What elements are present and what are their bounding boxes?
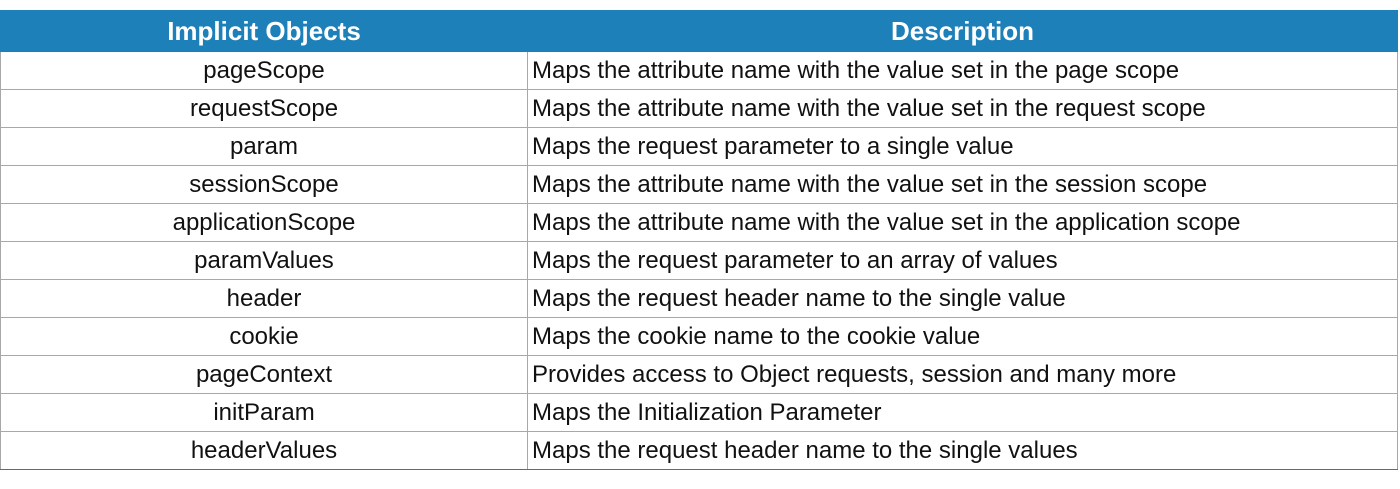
description-cell: Maps the request parameter to an array o… <box>527 241 1398 280</box>
description-cell: Maps the cookie name to the cookie value <box>527 317 1398 356</box>
table-row: pageContext Provides access to Object re… <box>0 355 1398 394</box>
description-cell: Maps the attribute name with the value s… <box>527 51 1398 90</box>
column-header-description: Description <box>527 10 1398 52</box>
table-row: header Maps the request header name to t… <box>0 279 1398 318</box>
description-cell: Maps the request parameter to a single v… <box>527 127 1398 166</box>
description-cell: Maps the request header name to the sing… <box>527 431 1398 470</box>
table-row: initParam Maps the Initialization Parame… <box>0 393 1398 432</box>
table-row: paramValues Maps the request parameter t… <box>0 241 1398 280</box>
table-body: pageScope Maps the attribute name with t… <box>0 51 1398 470</box>
table-header: Implicit Objects Description <box>0 10 1398 52</box>
table-row: headerValues Maps the request header nam… <box>0 431 1398 470</box>
object-name-cell: pageContext <box>0 355 528 394</box>
description-cell: Maps the Initialization Parameter <box>527 393 1398 432</box>
object-name-cell: applicationScope <box>0 203 528 242</box>
description-cell: Maps the request header name to the sing… <box>527 279 1398 318</box>
object-name-cell: pageScope <box>0 51 528 90</box>
implicit-objects-table: Implicit Objects Description pageScope M… <box>0 10 1398 470</box>
description-cell: Provides access to Object requests, sess… <box>527 355 1398 394</box>
description-cell: Maps the attribute name with the value s… <box>527 89 1398 128</box>
column-header-implicit-objects: Implicit Objects <box>0 10 528 52</box>
table-row: param Maps the request parameter to a si… <box>0 127 1398 166</box>
table-row: sessionScope Maps the attribute name wit… <box>0 165 1398 204</box>
object-name-cell: cookie <box>0 317 528 356</box>
object-name-cell: requestScope <box>0 89 528 128</box>
table-row: requestScope Maps the attribute name wit… <box>0 89 1398 128</box>
table-row: applicationScope Maps the attribute name… <box>0 203 1398 242</box>
object-name-cell: headerValues <box>0 431 528 470</box>
table-row: pageScope Maps the attribute name with t… <box>0 51 1398 90</box>
object-name-cell: param <box>0 127 528 166</box>
object-name-cell: sessionScope <box>0 165 528 204</box>
object-name-cell: header <box>0 279 528 318</box>
header-row: Implicit Objects Description <box>0 10 1398 52</box>
description-cell: Maps the attribute name with the value s… <box>527 203 1398 242</box>
table-row: cookie Maps the cookie name to the cooki… <box>0 317 1398 356</box>
object-name-cell: paramValues <box>0 241 528 280</box>
description-cell: Maps the attribute name with the value s… <box>527 165 1398 204</box>
object-name-cell: initParam <box>0 393 528 432</box>
